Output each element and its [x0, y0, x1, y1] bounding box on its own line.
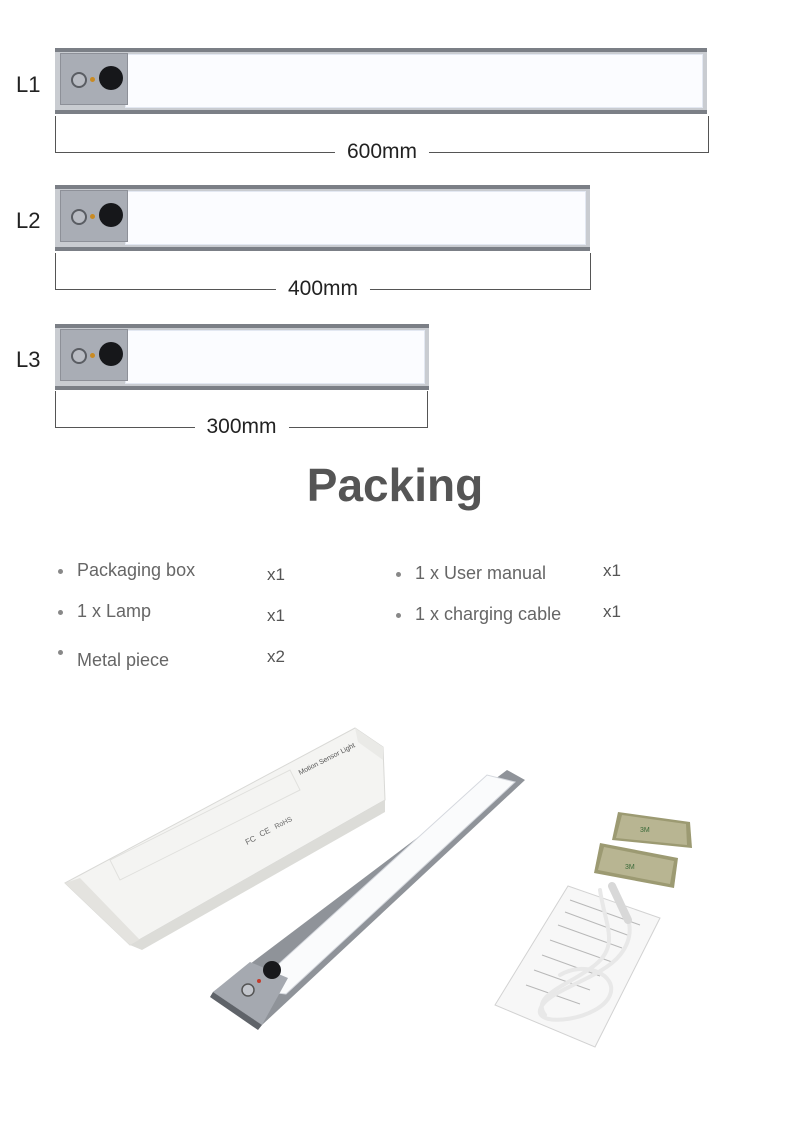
power-button-icon [71, 348, 87, 364]
item-name: Packaging box [77, 560, 196, 580]
packing-list-item: 1 x charging cable [396, 604, 561, 625]
lamp-400-diagram [55, 185, 590, 251]
lamp-label-l1: L1 [16, 72, 41, 97]
dimension-line-400: 400mm [55, 253, 591, 301]
bullet-icon [58, 650, 63, 655]
dimension-label: 600mm [334, 140, 430, 164]
dimension-label: 300mm [194, 415, 289, 439]
user-manual-image [494, 885, 661, 1048]
packing-list-item: 1 x User manual [396, 563, 546, 584]
item-quantity: x2 [267, 647, 285, 666]
packing-heading: Packing [306, 459, 484, 511]
lamp-light-panel [125, 54, 703, 108]
lamp-label-l3: L3 [16, 347, 41, 372]
pad-print: 3M [625, 864, 635, 871]
bullet-icon [58, 609, 63, 615]
packing-list-item: 1 x Lamp [58, 601, 151, 622]
bullet-icon [396, 612, 401, 618]
sensor-plate [60, 53, 128, 105]
packaging-box-image: Motion Sensor Light FC CE RoHS [64, 727, 386, 950]
indicator-led-icon [90, 77, 95, 82]
metal-piece-image: 3M 3M [594, 812, 692, 888]
sensor-plate [60, 329, 128, 381]
lamp-600-diagram [55, 48, 707, 114]
item-name: 1 x User manual [415, 563, 547, 583]
sensor-plate [60, 190, 128, 242]
item-quantity: x1 [603, 561, 621, 580]
item-name: Metal piece [77, 650, 170, 670]
item-quantity: x1 [267, 606, 285, 625]
dimension-label: 400mm [275, 277, 371, 301]
item-quantity: x1 [267, 565, 285, 584]
packing-list-item: Packaging box [58, 560, 195, 581]
indicator-led-icon [90, 214, 95, 219]
lamp-300-diagram [55, 324, 429, 390]
bullet-icon [396, 571, 401, 577]
motion-sensor-icon [99, 342, 123, 366]
pad-print: 3M [640, 827, 650, 834]
power-button-icon [71, 72, 87, 88]
item-name: 1 x charging cable [415, 604, 562, 624]
item-quantity: x1 [603, 602, 621, 621]
dimension-line-300: 300mm [55, 391, 428, 439]
power-button-icon [71, 209, 87, 225]
box-mark-fc: FC [244, 834, 258, 847]
lamp-light-panel [125, 330, 425, 384]
packing-list-item: Metal piece [58, 650, 169, 671]
lamp-label-l2: L2 [16, 208, 41, 233]
motion-sensor-icon [99, 203, 123, 227]
indicator-led-icon [90, 353, 95, 358]
bullet-icon [58, 568, 63, 574]
item-name: 1 x Lamp [77, 601, 152, 621]
lamp-product-image [210, 770, 525, 1030]
dimension-line-600: 600mm [55, 116, 709, 164]
lamp-light-panel [125, 191, 586, 245]
motion-sensor-icon [99, 66, 123, 90]
package-contents-photo: Motion Sensor Light FC CE RoHS 3M 3M [64, 727, 692, 1048]
charging-cable-image [538, 882, 632, 1022]
